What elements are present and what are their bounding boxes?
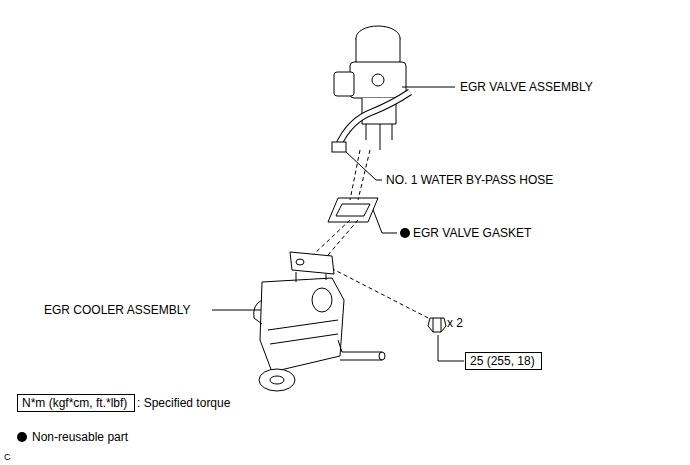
unit-box: N*m (kgf*cm, ft.*lbf) <box>17 394 135 412</box>
part-name: NO. 1 WATER BY-PASS HOSE <box>386 173 553 187</box>
legend-text: Non-reusable part <box>32 430 128 444</box>
box-text: 25 (255, 18) <box>470 354 537 368</box>
quantity-label: x 2 <box>447 316 463 330</box>
part-name: EGR VALVE ASSEMBLY <box>460 80 593 94</box>
box-text: N*m (kgf*cm, ft.*lbf) <box>22 396 130 410</box>
part-name: EGR COOLER ASSEMBLY <box>44 303 191 317</box>
part-name: EGR VALVE GASKET <box>413 226 531 240</box>
torque-box: 25 (255, 18) <box>465 352 542 370</box>
figure-code: C <box>4 452 11 463</box>
legend-text: : Specified torque <box>137 396 230 410</box>
